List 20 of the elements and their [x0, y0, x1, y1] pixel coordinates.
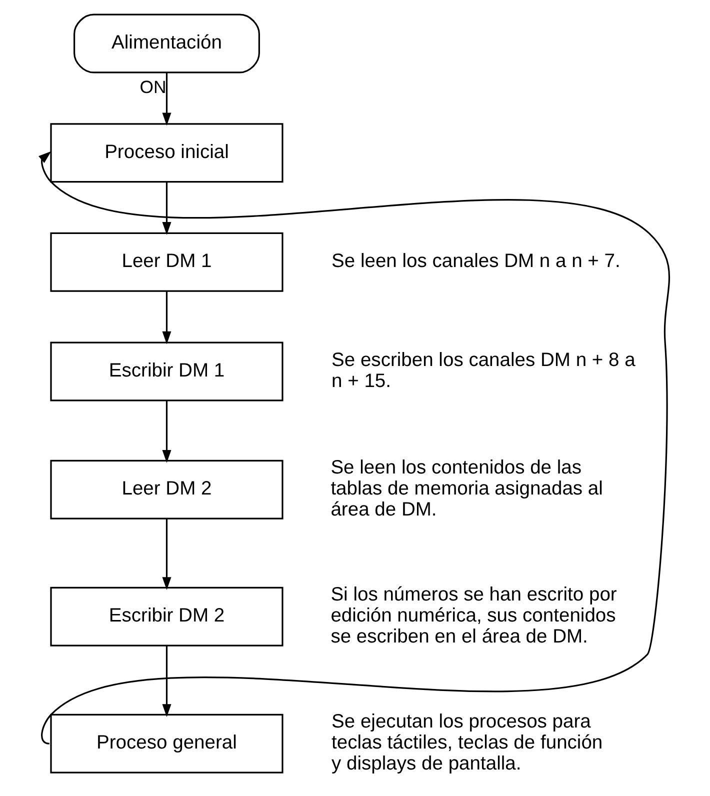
node-box: Leer DM 2: [50, 460, 283, 520]
node-box: Proceso general: [50, 714, 283, 774]
arrow: [162, 292, 171, 344]
node-box: Escribir DM 1: [50, 342, 283, 402]
node-label: Si los números se han escrito por edición numérica, sus contenidos se escriben en el área de DM.: [330, 584, 616, 648]
node-label: Se leen los canales DM n a n + 7.: [331, 251, 620, 272]
node-label: Se leen los contenidos de las tablas de memoria asignadas al área de DM.: [330, 458, 602, 521]
node-label: Se escriben los canales DM n + 8 a n + 15.: [331, 350, 635, 392]
node-label: Se ejecutan los procesos para teclas táctiles, teclas de función y displays de pantalla.: [331, 712, 602, 775]
node-box: Leer DM 1: [50, 232, 283, 292]
arrow: [162, 400, 171, 463]
node-box: Proceso inicial: [50, 123, 283, 183]
node-box: Alimentación: [73, 14, 260, 74]
arrow: [162, 182, 171, 235]
arrow: [162, 73, 171, 126]
arrow: [38, 151, 670, 744]
edge-label: ON: [139, 76, 166, 97]
arrow: [162, 646, 171, 718]
node-box: Escribir DM 2: [50, 586, 283, 646]
arrow: [162, 518, 171, 590]
